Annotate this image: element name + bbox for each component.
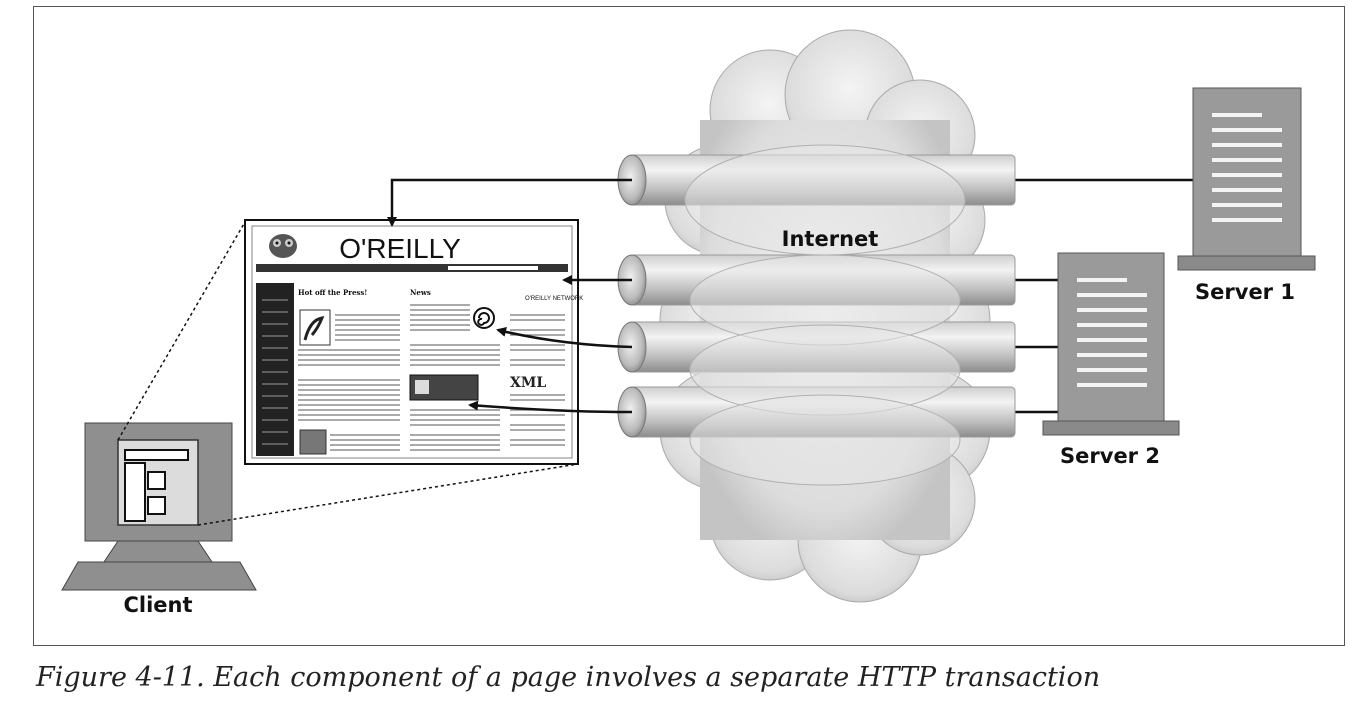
http-transactions-diagram: Internet Server 1 Server bbox=[61, 29, 1316, 617]
transaction-arrows bbox=[387, 178, 633, 414]
figure-caption: Figure 4-11. Each component of a page in… bbox=[36, 662, 1101, 693]
figure-frame bbox=[33, 6, 1345, 646]
col1-heading: Hot off the Press! bbox=[298, 288, 367, 297]
internet-label: Internet bbox=[782, 227, 879, 251]
web-page-zoom: O'REILLY Hot off the Press! News bbox=[244, 219, 583, 465]
network-logo: O'REILLY NETWORK bbox=[525, 296, 583, 302]
col2-text bbox=[410, 304, 500, 451]
zoom-lines bbox=[117, 221, 579, 526]
server-1-label: Server 1 bbox=[1195, 280, 1295, 304]
internet-cloud-front bbox=[684, 144, 966, 486]
brand-logo: O'REILLY bbox=[339, 233, 461, 264]
client-computer bbox=[61, 422, 257, 591]
server-2-label: Server 2 bbox=[1060, 444, 1160, 468]
owl-logo bbox=[269, 234, 297, 258]
col3-text bbox=[510, 314, 565, 446]
client-label: Client bbox=[123, 593, 192, 617]
col1-text bbox=[298, 314, 400, 451]
xml-logo: XML bbox=[510, 375, 546, 391]
server-connection-lines bbox=[1014, 178, 1195, 414]
col2-heading: News bbox=[410, 288, 431, 297]
server-1 bbox=[1177, 87, 1316, 271]
spiral-graphic bbox=[473, 307, 495, 329]
server-2 bbox=[1042, 252, 1180, 436]
